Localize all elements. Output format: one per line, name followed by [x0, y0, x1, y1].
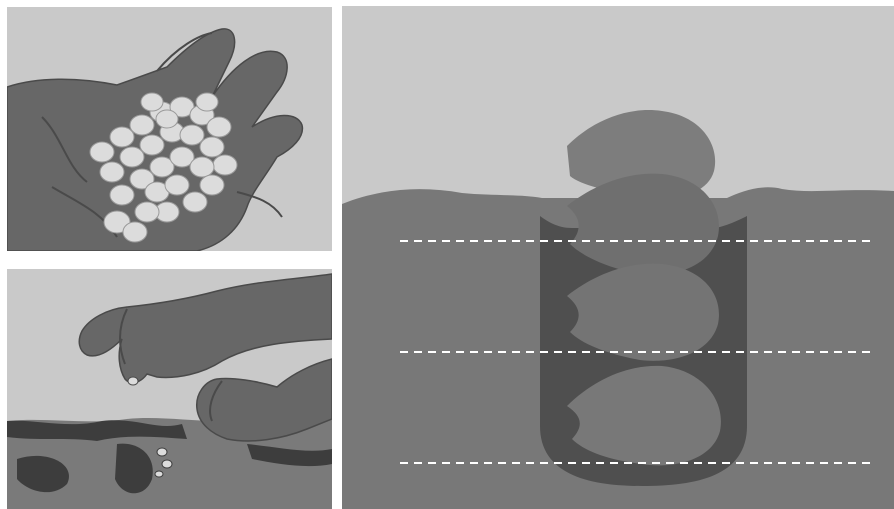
planting-depth-panel	[342, 6, 894, 509]
hand-with-seeds-illustration	[7, 7, 332, 251]
hand-with-seeds-panel	[7, 7, 332, 251]
planting-seed-panel	[7, 269, 332, 509]
planting-depth-diagram	[342, 6, 894, 509]
seed-depth-stages	[567, 110, 721, 465]
planting-seed-illustration	[7, 269, 332, 509]
falling-seed-icon	[128, 377, 138, 385]
